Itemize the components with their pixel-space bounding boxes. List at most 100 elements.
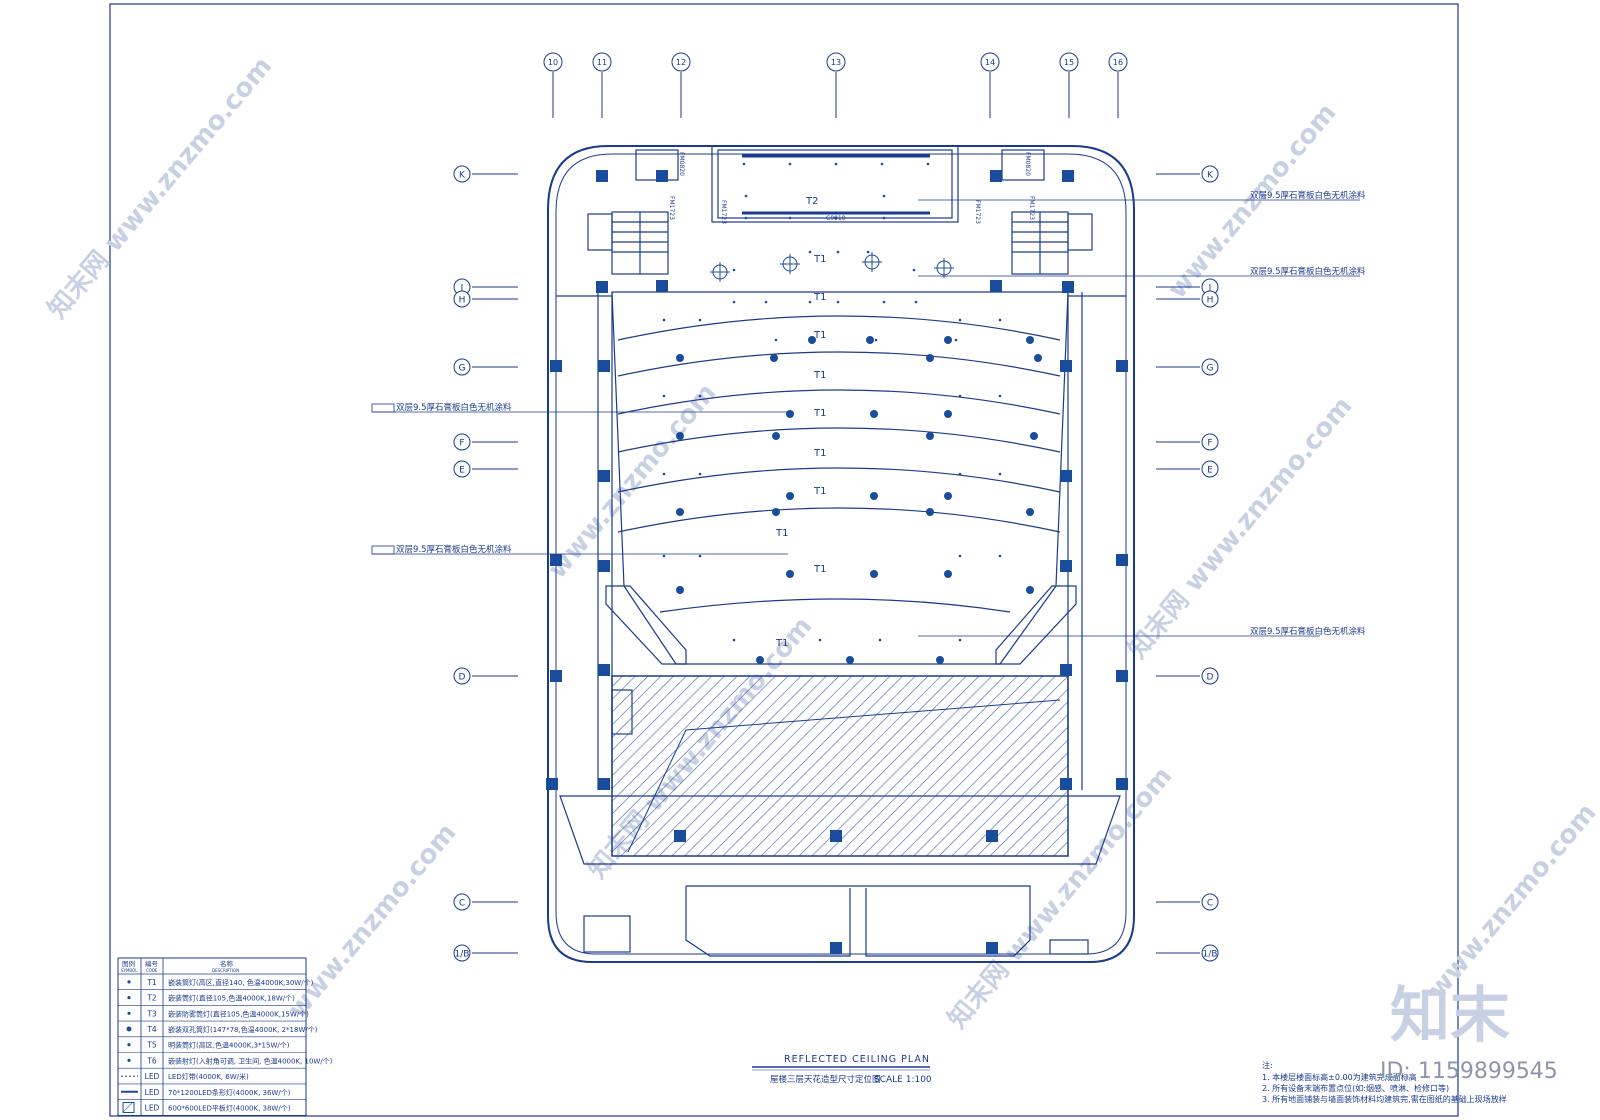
downlight-t1 <box>786 492 794 500</box>
structural-column <box>550 554 562 566</box>
grid-row-bubble <box>1201 358 1219 376</box>
label-t1: T1 <box>775 638 788 649</box>
note-item: 1. 本楼层楼面标高±0.00为建筑完成面标高 <box>1262 1072 1417 1082</box>
downlight-t2 <box>958 638 962 642</box>
structural-column <box>596 281 608 293</box>
note-item: 2. 所有设备末端布置点位(如:烟感、喷淋、检修口等) <box>1262 1083 1449 1093</box>
label-door: FM1723 <box>720 200 727 224</box>
downlight-t2 <box>882 300 886 304</box>
legend-code: LED <box>145 1088 160 1097</box>
structural-column <box>598 778 610 790</box>
svg-text:SYMBOL: SYMBOL <box>121 968 138 973</box>
label-t1: T1 <box>813 486 826 497</box>
downlight-t2 <box>662 318 666 322</box>
legend-description: LED灯带(4000K, 6W/米) <box>168 1072 249 1081</box>
downlight-t1 <box>944 336 952 344</box>
legend-description: 嵌装筒灯(高区,直径140, 色温4000K,30W/个) <box>168 978 314 987</box>
grid-row-bubble <box>453 290 471 308</box>
downlight-t1 <box>926 354 934 362</box>
downlight-t1 <box>786 410 794 418</box>
label-t1: T1 <box>813 292 826 303</box>
structural-column <box>830 942 842 954</box>
label-t1: T1 <box>813 448 826 459</box>
legend-code: T3 <box>146 1009 157 1018</box>
downlight-t1 <box>1026 586 1034 594</box>
downlight-t2 <box>958 318 962 322</box>
grid-row-bubble <box>453 358 471 376</box>
downlight-t2 <box>958 472 962 476</box>
ceiling-diffuser-icon <box>862 252 882 272</box>
grid-column-label: 12 <box>676 58 686 67</box>
legend-header-code: 编号 <box>145 959 159 968</box>
grid-row-label: G <box>1207 364 1214 374</box>
downlight-t2 <box>818 638 822 642</box>
downlight-t2 <box>958 554 962 558</box>
grid-row-bubble <box>453 893 471 911</box>
downlight-t2 <box>698 554 702 558</box>
sheet-border <box>109 3 1459 1117</box>
downlight-t2 <box>926 162 930 166</box>
downlight-t2 <box>998 394 1002 398</box>
label-t1: T1 <box>813 330 826 341</box>
grid-row-bubble <box>1201 944 1219 962</box>
callout-gypsum: 双层9.5厚石膏板白色无机涂料 <box>396 544 512 555</box>
downlight-t2 <box>882 216 886 220</box>
grid-column-bubble <box>592 52 612 72</box>
callout-gypsum: 双层9.5厚石膏板白色无机涂料 <box>1250 266 1366 277</box>
general-notes: 注: 1. 本楼层楼面标高±0.00为建筑完成面标高 2. 所有设备末端布置点位… <box>1262 1060 1507 1104</box>
grid-row-bubble <box>453 667 471 685</box>
downlight-t1 <box>870 492 878 500</box>
legend-code: T1 <box>146 978 157 987</box>
downlight-t2 <box>958 394 962 398</box>
structural-column <box>1116 554 1128 566</box>
notes-label: 注: <box>1262 1060 1273 1070</box>
grid-row-bubble <box>1201 165 1219 183</box>
downlight-t2 <box>788 216 792 220</box>
downlight-t2 <box>774 338 778 342</box>
downlight-t2 <box>998 472 1002 476</box>
downlight-t2 <box>744 194 748 198</box>
structural-column <box>1060 778 1072 790</box>
label-door: FM1723 <box>1028 196 1035 220</box>
grid-row-bubble <box>453 165 471 183</box>
downlight-t2 <box>742 162 746 166</box>
downlight-t2 <box>912 268 916 272</box>
grid-row-label: H <box>1207 296 1214 306</box>
drawing-scale: SCALE 1:100 <box>874 1075 932 1085</box>
watermark-text: www.znzmo.com <box>542 378 722 584</box>
grid-row-label: E <box>1207 466 1213 476</box>
label-door: FM1723 <box>668 196 675 220</box>
grid-column-label: 11 <box>597 58 607 67</box>
grid-row-label: C <box>1207 899 1213 909</box>
downlight-t2 <box>834 216 838 220</box>
grid-row-label: G <box>459 364 466 374</box>
downlight-t1 <box>846 656 854 664</box>
grid-row-bubble <box>453 944 471 962</box>
downlight-t1 <box>936 656 944 664</box>
downlight-t2 <box>878 638 882 642</box>
grid-column-label: 16 <box>1113 58 1123 67</box>
label-t1: T1 <box>775 528 788 539</box>
structural-column <box>598 560 610 572</box>
drawing-title-en: REFLECTED CEILING PLAN <box>784 1054 930 1065</box>
downlight-t1 <box>944 492 952 500</box>
ceiling-lights <box>662 162 1042 664</box>
legend-symbol-icon <box>127 1043 131 1047</box>
downlight-t2 <box>998 318 1002 322</box>
grid-row-bubble <box>453 433 471 451</box>
grid-row-bubble <box>1201 667 1219 685</box>
structural-column <box>990 280 1002 292</box>
structural-column <box>674 830 686 842</box>
downlight-t1 <box>676 508 684 516</box>
downlight-t1 <box>1030 432 1038 440</box>
legend-description: 嵌装筒灯(直径105,色温4000K,18W/个) <box>168 994 295 1003</box>
downlight-t2 <box>836 250 840 254</box>
structural-column <box>1116 778 1128 790</box>
grid-column-bubble <box>826 52 846 72</box>
ceiling-diffuser-icon <box>780 254 800 274</box>
grid-row-label: 1/B <box>1203 950 1218 960</box>
downlight-t2 <box>788 162 792 166</box>
